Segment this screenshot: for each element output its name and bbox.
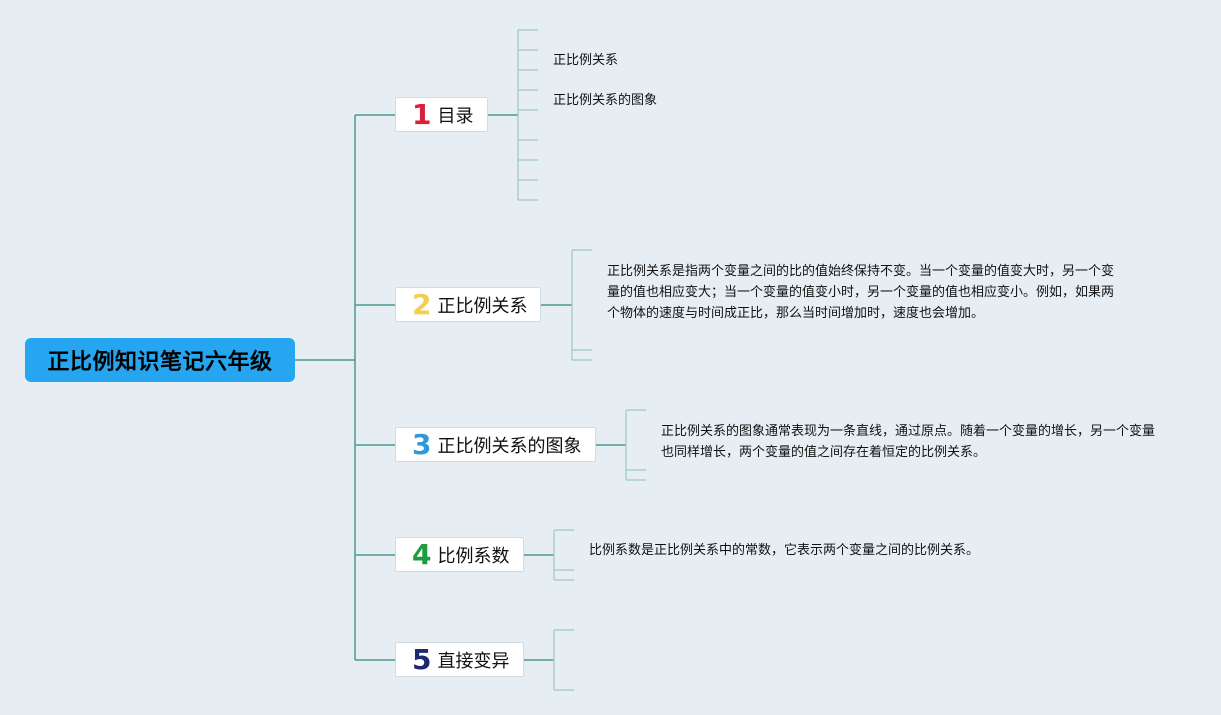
topic-toc[interactable]: 1 目录	[395, 97, 488, 132]
topic-proportional-relation[interactable]: 2 正比例关系	[395, 287, 541, 322]
topic-direct-variation[interactable]: 5 直接变异	[395, 642, 524, 677]
root-title: 正比例知识笔记六年级	[47, 350, 273, 375]
topic-number: 2	[412, 287, 432, 321]
topic-number: 1	[412, 97, 432, 131]
topic-number: 4	[412, 537, 432, 571]
note-proportional-graph[interactable]: 正比例关系的图象通常表现为一条直线，通过原点。随着一个变量的增长，另一个变量也同…	[661, 424, 1156, 460]
topic-proportional-graph[interactable]: 3 正比例关系的图象	[395, 427, 596, 462]
toc-item[interactable]: 正比例关系的图象	[553, 93, 658, 108]
root-topic[interactable]: 正比例知识笔记六年级	[25, 338, 295, 382]
topic-coefficient[interactable]: 4 比例系数	[395, 537, 524, 572]
note-coefficient[interactable]: 比例系数是正比例关系中的常数，它表示两个变量之间的比例关系。	[589, 543, 980, 558]
topic-label: 比例系数	[437, 545, 510, 567]
topic-number: 3	[412, 427, 432, 461]
topic-number: 5	[412, 642, 432, 676]
topic-label: 目录	[437, 105, 474, 127]
topic-label: 直接变异	[437, 650, 510, 672]
topic-label: 正比例关系	[437, 295, 528, 317]
topic-label: 正比例关系的图象	[437, 435, 582, 457]
toc-item[interactable]: 正比例关系	[553, 53, 619, 68]
note-proportional-relation[interactable]: 正比例关系是指两个变量之间的比的值始终保持不变。当一个变量的值变大时，另一个变量…	[607, 264, 1115, 321]
